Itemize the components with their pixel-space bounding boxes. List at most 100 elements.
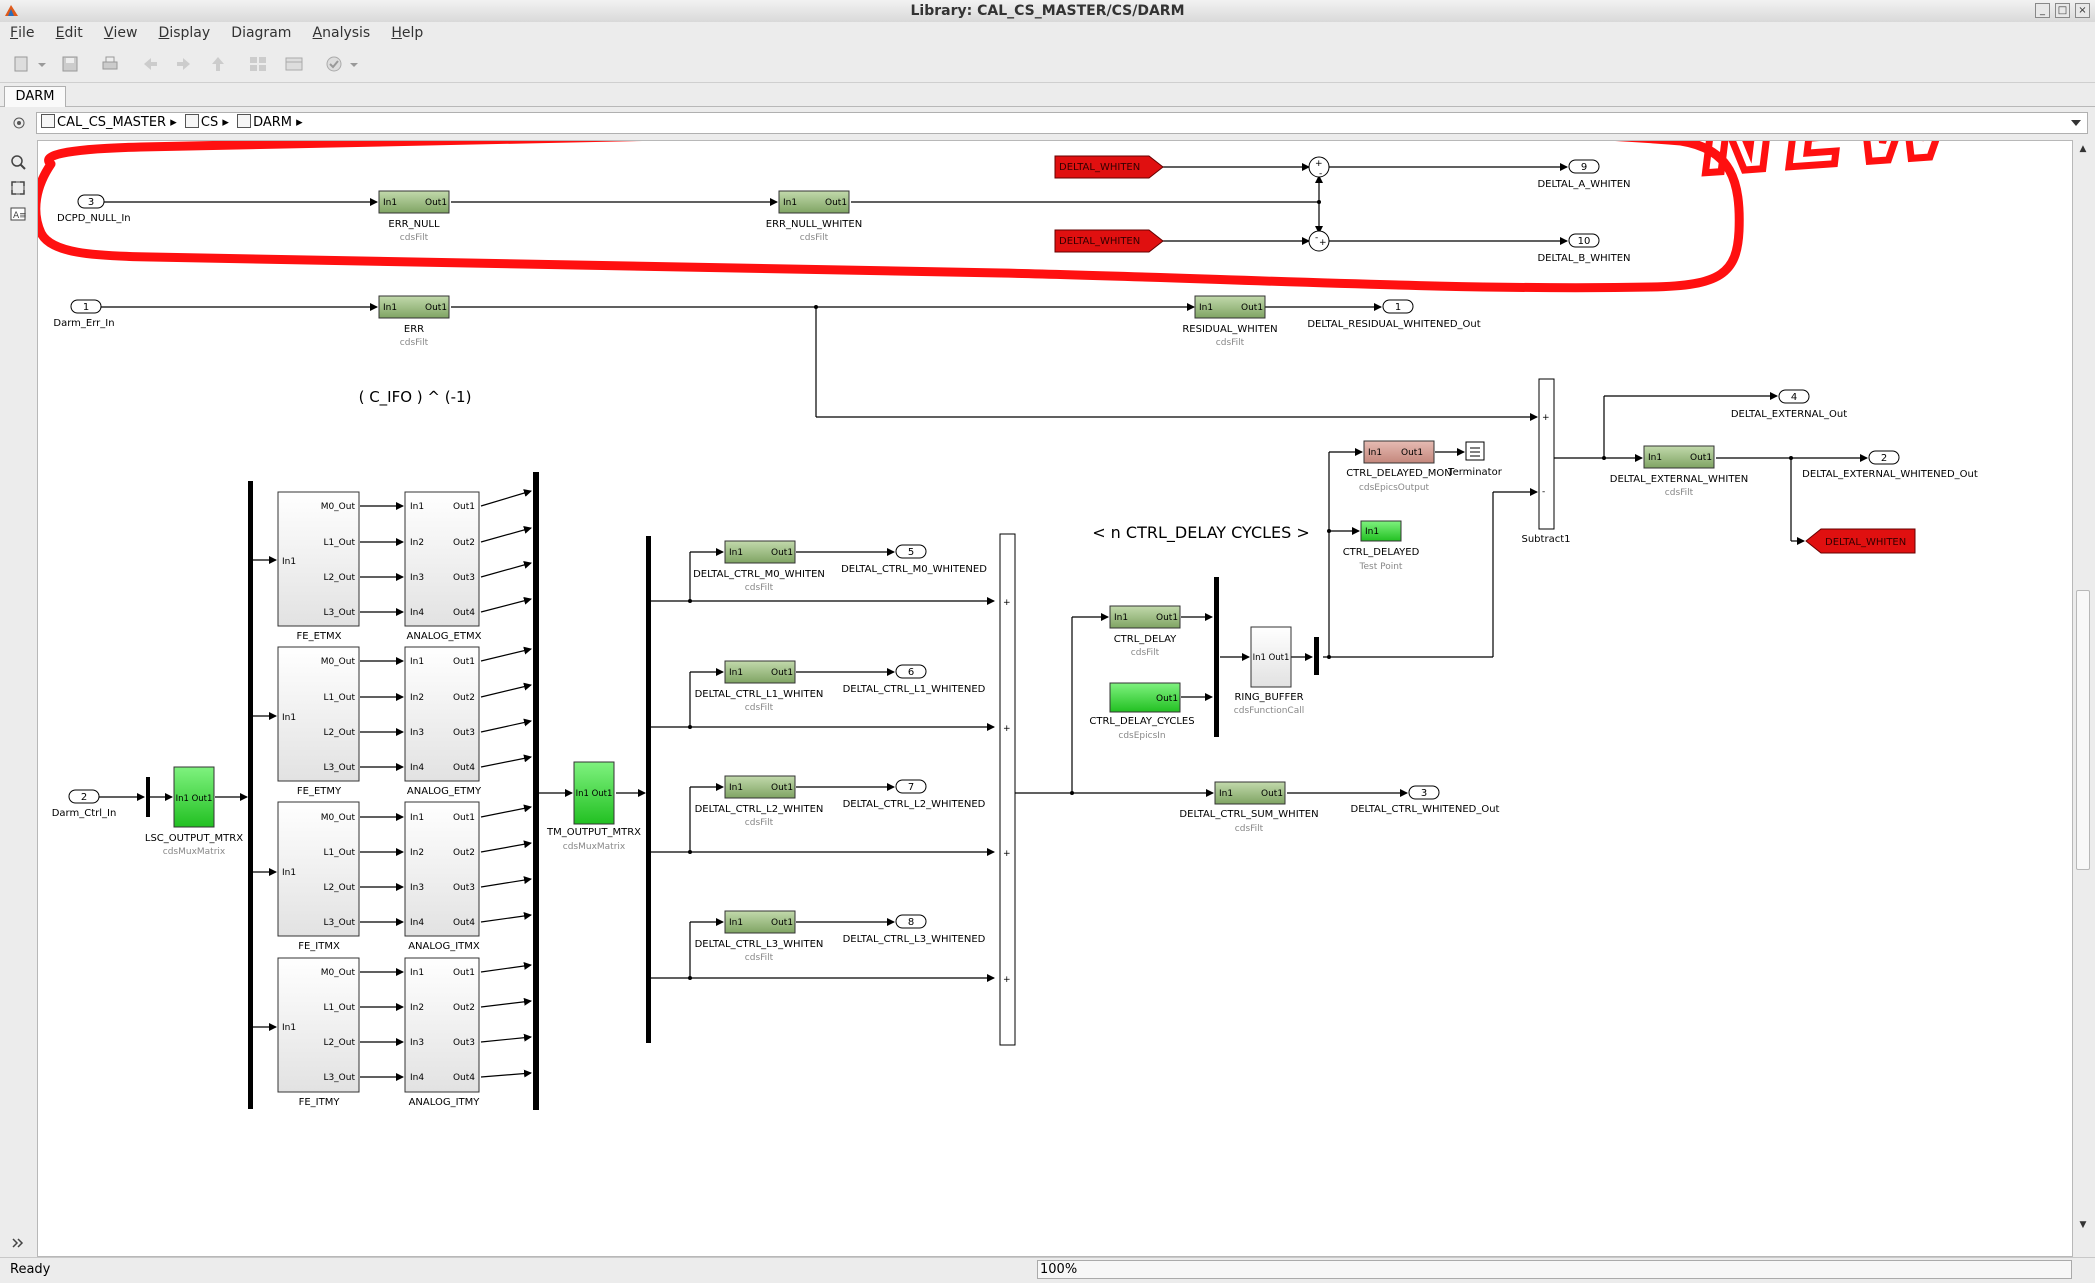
port-deltal-ctrl-m0-whitened[interactable]: 5 DELTAL_CTRL_M0_WHITENED xyxy=(841,544,987,575)
port-deltal-ctrl-l2-whitened[interactable]: 7 DELTAL_CTRL_L2_WHITENED xyxy=(843,779,986,810)
port-darm-ctrl-in[interactable]: 2 Darm_Ctrl_In xyxy=(52,789,117,819)
hide-explorer-icon[interactable] xyxy=(12,116,26,130)
breadcrumb-item-darm[interactable]: DARM ▸ xyxy=(237,113,303,133)
tab-darm[interactable]: DARM xyxy=(4,86,66,107)
menu-help[interactable]: Help xyxy=(391,25,424,41)
from-tag-deltal-whiten-a[interactable]: DELTAL_WHITEN xyxy=(1054,155,1164,179)
vertical-scrollbar[interactable]: ▲ ▼ xyxy=(2073,140,2093,1257)
port-deltal-residual-whitened-out[interactable]: 1 DELTAL_RESIDUAL_WHITENED_Out xyxy=(1307,299,1481,330)
svg-text:DELTAL_RESIDUAL_WHITENED_Out: DELTAL_RESIDUAL_WHITENED_Out xyxy=(1307,319,1480,330)
mux-ctrl-in[interactable] xyxy=(146,777,150,817)
block-ctrl-delayed-testpoint[interactable]: In1 CTRL_DELAYED Test Point xyxy=(1343,520,1420,572)
sum-b[interactable]: -+ xyxy=(1308,230,1330,252)
svg-text:DELTAL_WHITEN: DELTAL_WHITEN xyxy=(1059,236,1140,247)
block-fe-itmy[interactable]: In1 M0_Out L1_Out L2_Out L3_Out FE_ITMY xyxy=(277,957,360,1108)
svg-text:In3: In3 xyxy=(410,883,424,893)
print-icon[interactable] xyxy=(100,54,120,74)
zoom-icon[interactable] xyxy=(10,154,26,170)
svg-text:Out1: Out1 xyxy=(771,548,793,558)
etmy-lines xyxy=(360,646,532,771)
block-terminator[interactable]: Terminator xyxy=(1447,441,1503,478)
svg-text:+: + xyxy=(1319,238,1327,248)
block-tm-output-mtrx[interactable]: In1 Out1 TM_OUTPUT_MTRX cdsMuxMatrix xyxy=(546,761,641,852)
sum-a[interactable]: +- xyxy=(1308,156,1330,179)
model-explorer-icon[interactable] xyxy=(284,54,304,74)
block-ring-buffer[interactable]: In1 Out1 RING_BUFFER cdsFunctionCall xyxy=(1234,626,1304,716)
svg-text:Out1: Out1 xyxy=(825,198,847,208)
port-deltal-external-out[interactable]: 4 DELTAL_EXTERNAL_Out xyxy=(1731,389,1847,420)
port-darm-err-in[interactable]: 1 Darm_Err_In xyxy=(53,299,115,329)
port-deltal-external-whitened-out[interactable]: 2 DELTAL_EXTERNAL_WHITENED_Out xyxy=(1802,450,1978,480)
svg-text:DELTAL_CTRL_L1_WHITEN: DELTAL_CTRL_L1_WHITEN xyxy=(695,689,824,700)
block-lsc-output-mtrx[interactable]: In1 Out1 LSC_OUTPUT_MTRX cdsMuxMatrix xyxy=(145,766,243,857)
block-fe-etmx[interactable]: In1 M0_Out L1_Out L2_Out L3_Out FE_ETMX xyxy=(277,491,360,642)
fe-analog-connections xyxy=(360,489,532,1081)
scroll-down-chevron-icon[interactable]: ▼ xyxy=(2079,1220,2087,1230)
block-subtract1[interactable]: +- Subtract1 xyxy=(1522,378,1571,545)
annotation-icon[interactable]: A≡ xyxy=(10,206,26,222)
demux-ring-buffer[interactable] xyxy=(1314,637,1319,675)
port-dcpd-null-in[interactable]: 3 DCPD_NULL_In xyxy=(57,194,131,224)
menu-file[interactable]: File xyxy=(10,25,35,41)
svg-text:In1: In1 xyxy=(1114,613,1128,623)
menu-view[interactable]: View xyxy=(103,25,138,41)
scroll-up-chevron-icon[interactable]: ▲ xyxy=(2079,144,2087,154)
block-fe-itmx[interactable]: In1 M0_Out L1_Out L2_Out L3_Out FE_ITMX xyxy=(277,801,360,952)
mux-analog[interactable] xyxy=(533,472,539,1110)
menu-diagram[interactable]: Diagram xyxy=(231,25,292,41)
goto-tag-deltal-whiten[interactable]: DELTAL_WHITEN xyxy=(1805,528,1916,554)
block-fe-etmy[interactable]: In1 M0_Out L1_Out L2_Out L3_Out FE_ETMY xyxy=(277,646,360,797)
forward-icon[interactable] xyxy=(174,54,194,74)
advisor-dropdown-chevron-icon[interactable] xyxy=(348,54,360,74)
block-ctrl-sum[interactable]: ++++ xyxy=(999,533,1016,1046)
port-deltal-ctrl-whitened-out[interactable]: 3 DELTAL_CTRL_WHITENED_Out xyxy=(1351,785,1500,815)
port-deltal-a-whiten[interactable]: 9 DELTAL_A_WHITEN xyxy=(1537,159,1631,190)
demux-tm[interactable] xyxy=(646,536,651,1043)
block-ctrl-delay-cycles[interactable]: Out1 CTRL_DELAY_CYCLES cdsEpicsIn xyxy=(1089,682,1195,741)
port-deltal-ctrl-l3-whitened[interactable]: 8 DELTAL_CTRL_L3_WHITENED xyxy=(843,914,986,945)
new-dropdown-chevron-icon[interactable] xyxy=(36,54,48,74)
save-icon[interactable] xyxy=(60,54,80,74)
mux-ring-buffer[interactable] xyxy=(1214,577,1219,737)
demux-lsc[interactable] xyxy=(248,481,253,1109)
up-icon[interactable] xyxy=(208,54,228,74)
minimize-button[interactable]: _ xyxy=(2035,3,2050,18)
menu-edit[interactable]: Edit xyxy=(55,25,83,41)
breadcrumb-dropdown-chevron-icon[interactable] xyxy=(2071,119,2081,127)
fit-to-view-icon[interactable] xyxy=(10,180,26,196)
back-icon[interactable] xyxy=(140,54,160,74)
breadcrumb-item-cal-cs-master[interactable]: CAL_CS_MASTER ▸ xyxy=(41,113,177,133)
library-browser-icon[interactable] xyxy=(248,54,268,74)
close-button[interactable]: × xyxy=(2075,3,2090,18)
port-deltal-b-whiten[interactable]: 10 DELTAL_B_WHITEN xyxy=(1537,233,1631,264)
svg-text:Out4: Out4 xyxy=(453,918,475,928)
menu-analysis[interactable]: Analysis xyxy=(312,25,371,41)
breadcrumb-item-cs[interactable]: CS ▸ xyxy=(184,113,229,133)
new-model-icon[interactable] xyxy=(12,54,32,74)
svg-text:cdsFilt: cdsFilt xyxy=(745,583,774,593)
expand-palette-icon[interactable] xyxy=(10,1235,26,1251)
model-advisor-icon[interactable] xyxy=(324,54,344,74)
port-deltal-ctrl-l1-whitened[interactable]: 6 DELTAL_CTRL_L1_WHITENED xyxy=(843,664,986,695)
from-tag-deltal-whiten-b[interactable]: DELTAL_WHITEN xyxy=(1054,229,1164,253)
scrollbar-thumb[interactable] xyxy=(2076,590,2090,870)
menu-display[interactable]: Display xyxy=(158,25,211,41)
maximize-button[interactable]: □ xyxy=(2055,3,2070,18)
